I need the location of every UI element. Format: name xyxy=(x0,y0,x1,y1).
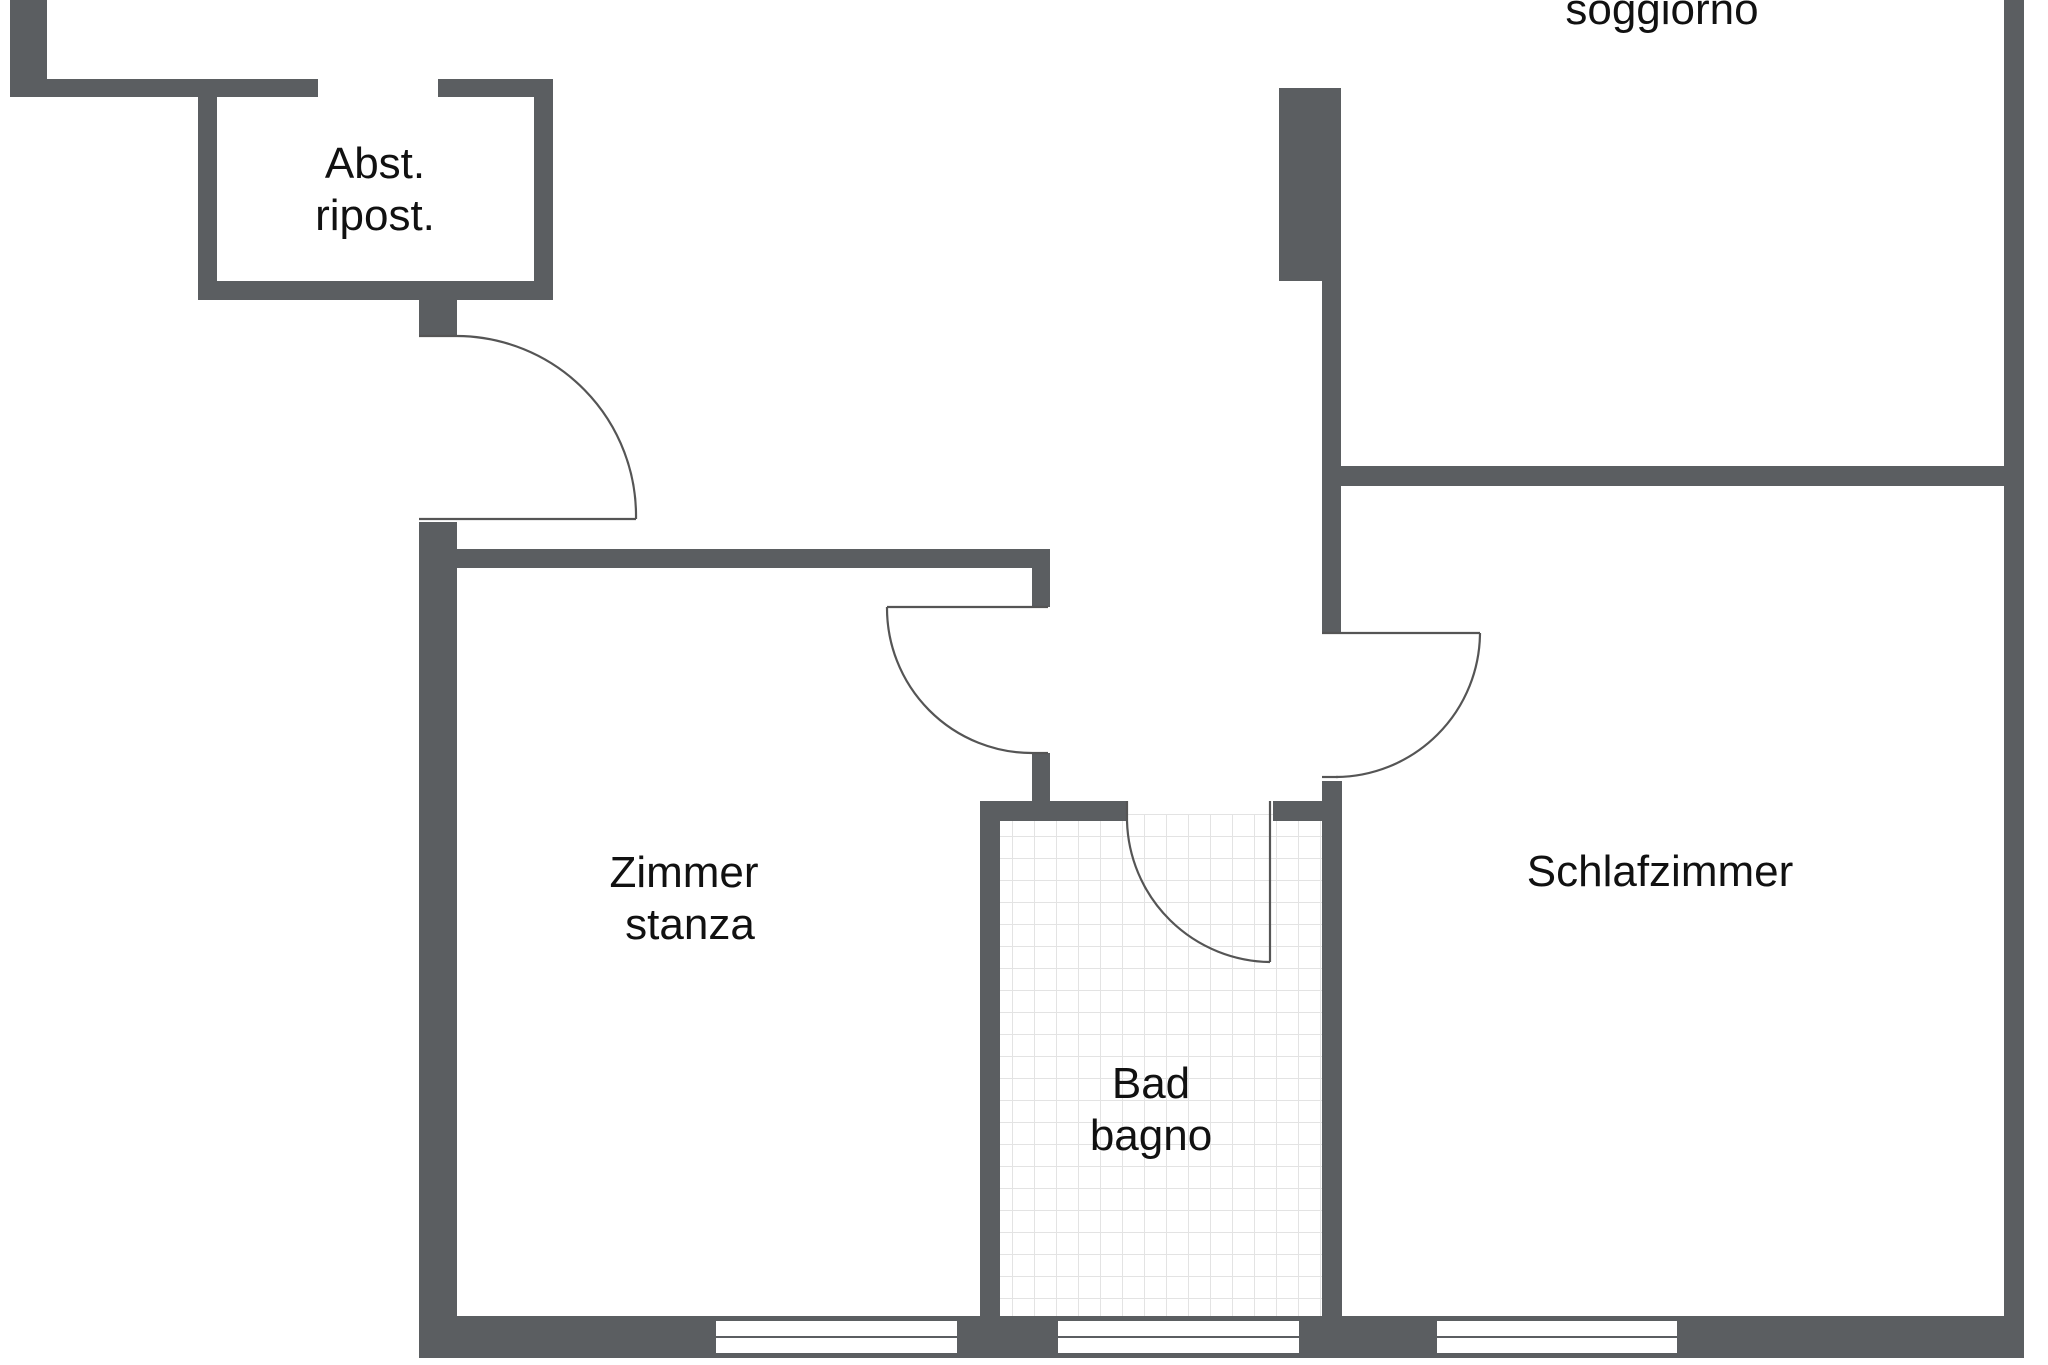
label-zimmer-line2: stanza xyxy=(625,900,755,949)
doors xyxy=(419,334,1482,964)
wall-central-vertical xyxy=(1322,88,1341,633)
windows xyxy=(714,1319,1679,1355)
wall-right-exterior xyxy=(2004,0,2024,1338)
label-bad-line1: Bad xyxy=(1112,1059,1190,1108)
wall-bath-left xyxy=(980,801,1000,1316)
label-storage-line2: ripost. xyxy=(315,191,435,240)
wall-top-left-horizontal xyxy=(10,79,318,97)
wall-zimmer-right-stub xyxy=(1032,753,1050,801)
label-zimmer-line1: Zimmer xyxy=(609,848,758,897)
label-storage-line1: Abst. xyxy=(325,139,425,188)
label-schlafzimmer: Schlafzimmer xyxy=(1527,847,1794,896)
window-bedroom xyxy=(1435,1319,1679,1355)
label-soggiorno: soggiorno xyxy=(1565,0,1758,34)
wall-storage-left xyxy=(198,97,217,300)
wall-zimmer-left xyxy=(419,522,457,1358)
door-bedroom xyxy=(1322,631,1482,779)
door-zimmer xyxy=(885,605,1048,755)
wall-bath-right xyxy=(1322,781,1342,1316)
wall-storage-door-jamb xyxy=(419,300,457,336)
bathroom-tile-floor xyxy=(1000,814,1322,1316)
door-storage xyxy=(419,334,638,521)
label-bad-line2: bagno xyxy=(1090,1111,1212,1160)
wall-bath-top-left xyxy=(980,801,1127,821)
window-zimmer xyxy=(714,1319,959,1355)
wall-storage-bottom xyxy=(198,281,553,300)
wall-top-horizontal-right xyxy=(438,79,553,97)
wall-storage-right xyxy=(534,79,553,300)
window-bath xyxy=(1056,1319,1301,1355)
door-bath xyxy=(1125,801,1272,964)
wall-zimmer-top xyxy=(419,549,1050,568)
wall-living-bedroom xyxy=(1322,466,2014,486)
wall-bath-top-right xyxy=(1273,801,1328,821)
wall-zimmer-top-stub xyxy=(1032,549,1050,607)
